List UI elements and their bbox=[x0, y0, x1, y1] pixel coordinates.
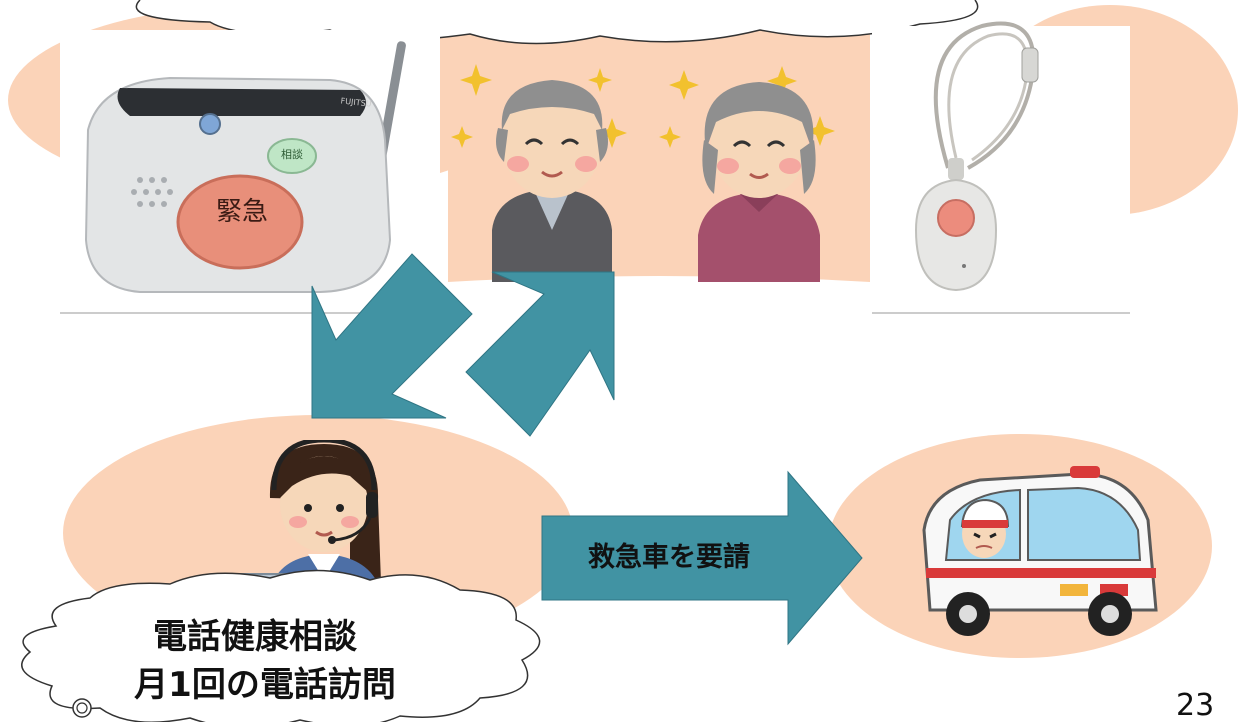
arrow-right-label: 救急車を要請 bbox=[588, 542, 750, 573]
arrow-down-left bbox=[311, 253, 473, 419]
pendant-button bbox=[872, 21, 1130, 312]
operator-cloud-line1: 電話健康相談 bbox=[153, 617, 357, 657]
emergency-button-label: 緊急 bbox=[215, 197, 268, 227]
emergency-call-device bbox=[60, 30, 440, 312]
operator-cloud-line2: 月1回の電話訪問 bbox=[134, 665, 396, 705]
slide-number: 23 bbox=[1176, 688, 1215, 723]
sparkle-icon bbox=[451, 64, 835, 148]
elderly-couple bbox=[451, 64, 835, 282]
arrow-up-right bbox=[465, 271, 615, 437]
consult-button-label: 相談 bbox=[281, 148, 303, 161]
ambulance bbox=[922, 466, 1158, 636]
arrow-right bbox=[541, 470, 863, 646]
